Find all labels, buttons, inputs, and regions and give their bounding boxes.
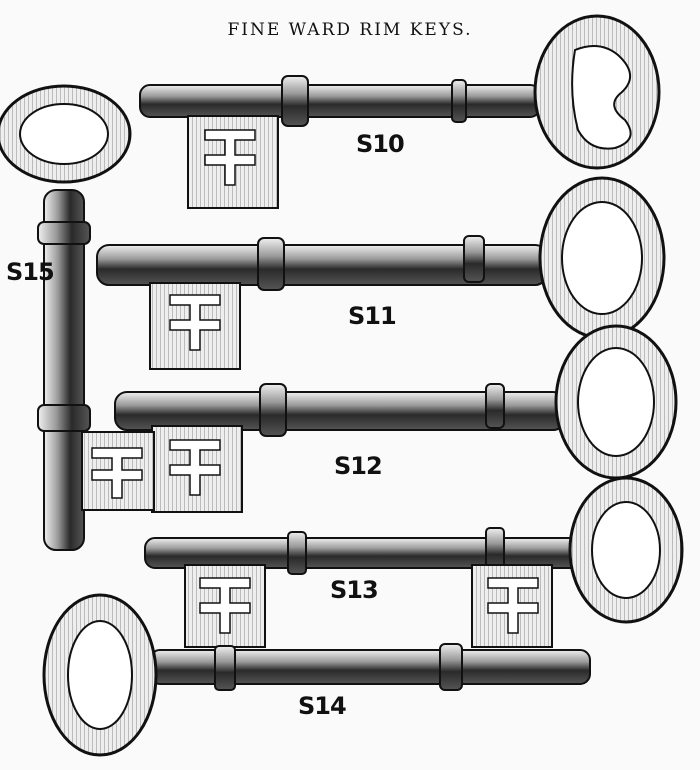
key-s10 xyxy=(139,14,661,209)
key-s14 xyxy=(42,593,591,757)
key-s15 xyxy=(0,84,155,551)
key-label-s15: S15 xyxy=(6,258,55,286)
page-title: FINE WARD RIM KEYS. xyxy=(227,20,473,40)
key-label-s12: S12 xyxy=(334,452,383,480)
key-label-s11: S11 xyxy=(348,302,397,330)
key-s13 xyxy=(144,476,684,648)
key-label-s14: S14 xyxy=(298,692,347,720)
key-label-s13: S13 xyxy=(330,576,379,604)
key-label-s10: S10 xyxy=(356,130,405,158)
key-s11 xyxy=(96,176,666,370)
key-s12 xyxy=(114,324,678,513)
